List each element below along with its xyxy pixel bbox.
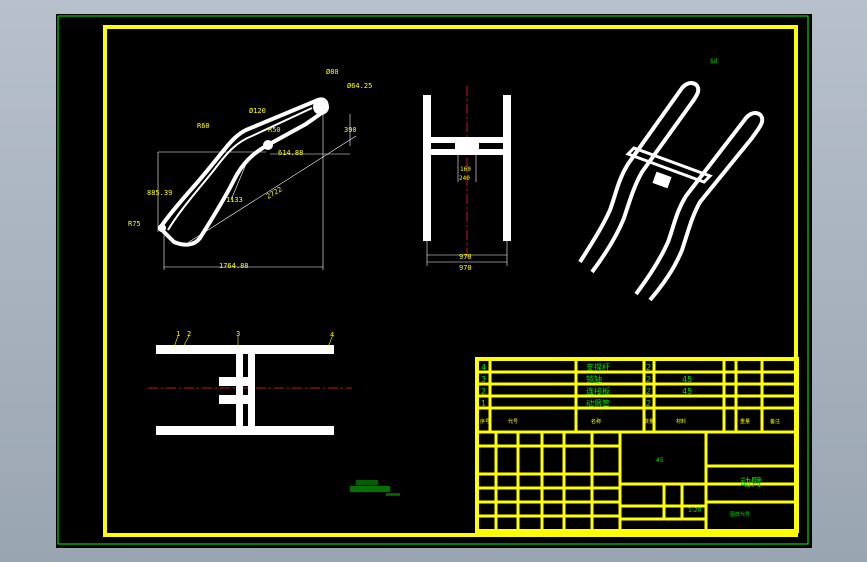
watermark-stamp: [350, 480, 400, 496]
front-left-leg: [423, 95, 431, 241]
dim-r120: Ø120: [249, 107, 266, 115]
iso-label: Sd: [710, 58, 718, 65]
part-row-1-no: 1: [481, 399, 486, 408]
drawing-title: 动臂: [740, 476, 762, 489]
dim-390: 390: [344, 126, 357, 134]
part-row-2-name: 连接板: [586, 386, 610, 396]
part-row-1-name: 动臂管: [586, 398, 610, 408]
part-row-2-mat: 45: [682, 387, 692, 396]
dim-970-inner: 970: [459, 253, 472, 261]
top-block-lower: [219, 395, 249, 404]
balloon-4: 4: [330, 331, 334, 339]
top-left-post: [236, 354, 243, 426]
balloon-3: 3: [236, 330, 240, 338]
boom-outline: [158, 97, 329, 247]
iso-crossbar: [625, 146, 713, 184]
dim-176488: 1764.88: [219, 262, 249, 270]
dim-2722: 2722: [265, 185, 284, 200]
dim-240: 240: [459, 175, 470, 182]
viewport-border: [57, 15, 809, 545]
part-row-2-no: 2: [481, 387, 486, 396]
dim-970-outer: 970: [459, 264, 472, 272]
part-row-1-qty: 2: [646, 399, 651, 408]
dim-r60: R60: [197, 122, 210, 130]
top-block-upper: [219, 377, 249, 386]
part-row-3-no: 3: [481, 375, 486, 384]
side-view: Ø80 Ø64.25 R60 Ø120 R50 390 614.88 885.3…: [128, 68, 372, 270]
part-row-4-no: 4: [481, 363, 486, 372]
header-qty: 数量: [644, 418, 654, 425]
dim-phi6425: Ø64.25: [347, 82, 372, 90]
title-block: 4 支撑杆 2 3 销轴 2 45 2 连接板 2 45 1 动臂管 2 序号 …: [475, 357, 799, 533]
dim-88539: 885.39: [147, 189, 172, 197]
part-row-3-name: 销轴: [586, 374, 602, 384]
front-dim-lines: [426, 155, 508, 266]
top-upper-bar: [156, 345, 334, 354]
drawing-viewport[interactable]: Ø80 Ø64.25 R60 Ø120 R50 390 614.88 885.3…: [56, 14, 812, 548]
front-center-block: [455, 143, 479, 151]
iso-arm-right: [634, 111, 765, 302]
sheet-frame: [103, 25, 798, 537]
part-row-3-qty: 2: [646, 375, 651, 384]
balloon-leaders: [173, 335, 333, 348]
top-view: 1 2 3 4: [148, 330, 352, 435]
header-mat: 材料: [676, 418, 686, 425]
dim-1133: 1133: [226, 196, 243, 204]
header-remark: 备注: [770, 418, 780, 425]
part-row-3-mat: 45: [682, 375, 692, 384]
part-row-2-qty: 2: [646, 387, 651, 396]
dim-r50: R50: [268, 126, 281, 134]
iso-view: Sd: [578, 58, 765, 302]
balloon-2: 2: [187, 330, 191, 338]
front-view: 160 240 970 970: [423, 86, 511, 272]
dim-61488: 614.88: [278, 149, 303, 157]
boom-pivot-top: [313, 99, 329, 115]
mass-cell: 45: [656, 457, 664, 464]
top-right-post: [248, 354, 255, 426]
header-code: 代号: [508, 418, 518, 425]
iso-arm-left: [578, 81, 701, 274]
front-top-bar: [431, 137, 503, 143]
dim-r80: Ø80: [326, 68, 339, 76]
sheet-label: 图样代号: [730, 511, 750, 518]
boom-pivot-mid: [263, 140, 273, 150]
iso-hub: [652, 171, 672, 189]
scale-cell: 1:20: [688, 507, 702, 514]
header-weight: 重量: [740, 418, 750, 425]
top-lower-bar: [156, 426, 334, 435]
side-dim-lines: [157, 114, 357, 270]
front-bottom-bar: [431, 149, 503, 155]
dim-r75: R75: [128, 220, 141, 228]
balloon-1: 1: [176, 330, 180, 338]
header-no: 序号: [480, 418, 490, 425]
parts-list-grid: [477, 359, 797, 434]
boom-inner: [167, 107, 313, 231]
cad-drawing: Ø80 Ø64.25 R60 Ø120 R50 390 614.88 885.3…: [57, 15, 809, 545]
header-name: 名称: [591, 418, 601, 425]
boom-pivot-base: [158, 224, 166, 232]
title-grid: [477, 432, 797, 531]
part-row-4-name: 支撑杆: [586, 362, 610, 372]
part-row-4-qty: 2: [646, 363, 651, 372]
dim-160: 160: [460, 166, 471, 173]
front-right-leg: [503, 95, 511, 241]
